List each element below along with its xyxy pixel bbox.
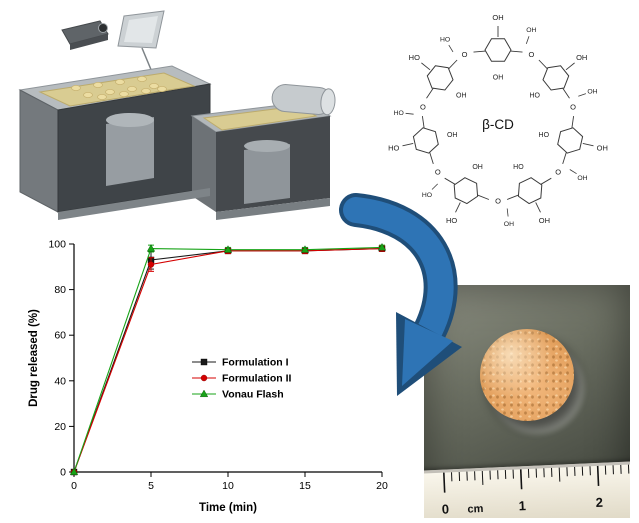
oxygen-label: O: [435, 168, 441, 177]
hydroxyl-label: HO: [388, 144, 399, 153]
legend-label: Formulation I: [222, 357, 289, 369]
ruler-label: 2: [595, 495, 603, 510]
x-axis-title: Time (min): [199, 502, 257, 514]
hydroxyl-label: OH: [492, 13, 503, 22]
piston-cylinder-left: [106, 117, 154, 186]
glucose-unit: O OH OH OH: [484, 13, 548, 82]
hydroxyl-label: OH: [456, 92, 467, 99]
ruler-tick: [596, 465, 600, 486]
left-chamber: [18, 65, 212, 213]
oxygen-label: O: [495, 197, 501, 206]
tablets-on-bed: [71, 76, 167, 101]
legend-label: Vonau Flash: [222, 389, 284, 401]
y-tick-label: 60: [54, 330, 66, 342]
hydroxyl-label: OH: [597, 144, 608, 153]
ruler-label: cm: [467, 503, 484, 516]
hydroxyl-label: OH: [472, 164, 483, 171]
hydroxyl-label: OH: [504, 221, 514, 228]
right-chamber: [190, 84, 336, 212]
ruler-label: 0: [441, 501, 449, 516]
oxygen-label: O: [528, 50, 534, 59]
apparatus-panel: [6, 4, 338, 239]
glucose-unit: O HO HO OH: [388, 88, 458, 154]
hydroxyl-label: OH: [539, 216, 550, 225]
hydroxyl-label: HO: [409, 53, 420, 62]
ruler-tick: [558, 467, 561, 482]
hydroxyl-label: HO: [440, 37, 450, 44]
y-axis-title: Drug released (%): [28, 309, 40, 407]
mirror-plate: [117, 10, 165, 73]
hydroxyl-label: HO: [513, 164, 524, 171]
legend: Formulation I Formulation II Vonau Flash: [192, 357, 291, 401]
y-tick-label: 100: [48, 239, 66, 251]
y-tick-label: 40: [54, 375, 66, 387]
glucose-unit: O OH OH HO: [539, 127, 608, 185]
x-tick-label: 0: [71, 480, 77, 492]
x-tick-label: 10: [222, 480, 234, 492]
ruler-tick: [443, 472, 446, 493]
marker-circle: [200, 374, 208, 382]
x-tick-label: 20: [376, 480, 388, 492]
hydroxyl-label: HO: [539, 132, 550, 139]
piston-cylinder-right: [244, 144, 290, 204]
marker-circle: [147, 261, 155, 268]
oxygen-label: O: [462, 50, 468, 59]
glucose-unit: O OH OH HO: [529, 53, 598, 129]
y-tick-label: 80: [54, 284, 66, 296]
ruler-tick: [519, 469, 523, 490]
marker-square: [200, 358, 208, 366]
hydroxyl-label: OH: [587, 89, 597, 96]
glucose-unit: O HO HO OH: [422, 152, 483, 225]
oxygen-label: O: [420, 102, 426, 111]
tablet-photo: 0 cm 1 2: [424, 285, 630, 518]
hydroxyl-label: OH: [447, 132, 458, 139]
oxygen-label: O: [570, 102, 576, 111]
roller: [271, 84, 336, 116]
hydroxyl-label: OH: [493, 75, 504, 82]
ruler-tick: [481, 470, 484, 485]
tablet: [480, 329, 574, 421]
y-tick-label: 20: [54, 421, 66, 433]
hydroxyl-label: OH: [577, 175, 587, 182]
hydroxyl-label: OH: [526, 27, 536, 34]
marker-triangle: [69, 467, 79, 475]
y-tick-label: 0: [60, 467, 66, 479]
apparatus-illustration: [18, 10, 336, 220]
hydroxyl-label: HO: [529, 92, 540, 99]
molecule-label: β-CD: [482, 117, 514, 132]
marker-triangle: [146, 244, 156, 252]
x-tick-label: 5: [148, 480, 154, 492]
hydroxyl-label: OH: [576, 53, 587, 62]
camera-icon: [61, 20, 109, 50]
ruler: 0 cm 1 2: [424, 461, 630, 518]
hydroxyl-label: HO: [422, 192, 432, 199]
ruler-scale: 0 cm 1 2: [424, 461, 630, 517]
marker-triangle: [199, 389, 209, 397]
legend-label: Formulation II: [222, 373, 291, 385]
ruler-label: 1: [518, 498, 526, 513]
hydroxyl-label: HO: [394, 110, 404, 117]
front-base-right: [216, 198, 330, 220]
marker-triangle: [223, 245, 233, 253]
beta-cyclodextrin-structure: β-CD OOHOHOHOOHOHHOOOHOHHOOOHOHHOOHOHOOH…: [388, 13, 608, 228]
glucose-unit: O OH OH HO: [477, 164, 550, 228]
front-base-left: [58, 188, 210, 220]
x-tick-label: 15: [299, 480, 311, 492]
oxygen-label: O: [555, 168, 561, 177]
hydroxyl-label: HO: [446, 216, 457, 225]
glucose-unit: O HO HO OH: [409, 37, 486, 99]
marker-triangle: [300, 245, 310, 253]
